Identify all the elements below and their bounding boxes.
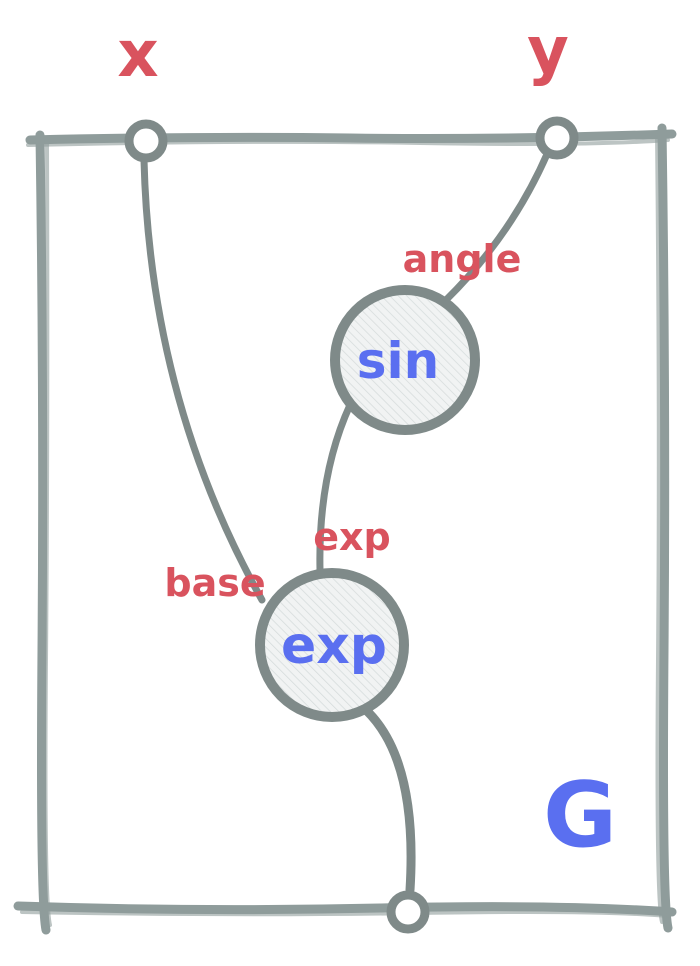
node-exp-label: exp: [281, 616, 387, 676]
input-port-y[interactable]: [535, 116, 579, 160]
edge-sin-to-exp: [316, 401, 354, 574]
node-exp[interactable]: exp: [255, 568, 409, 722]
node-sin-label: sin: [357, 332, 440, 390]
port-label-exp: exp: [313, 515, 390, 559]
input-label-x: x: [117, 18, 158, 92]
input-label-y: y: [527, 14, 569, 88]
edge-exp-to-output: [361, 705, 416, 895]
edge-x-to-exp: [140, 156, 266, 604]
input-port-x[interactable]: [124, 119, 168, 163]
output-port[interactable]: [386, 890, 430, 934]
port-label-angle: angle: [403, 237, 522, 281]
node-sin[interactable]: sin: [330, 285, 480, 435]
graph-name: G: [543, 763, 617, 868]
edge-y-to-sin: [442, 148, 552, 304]
port-label-base: base: [164, 561, 265, 605]
